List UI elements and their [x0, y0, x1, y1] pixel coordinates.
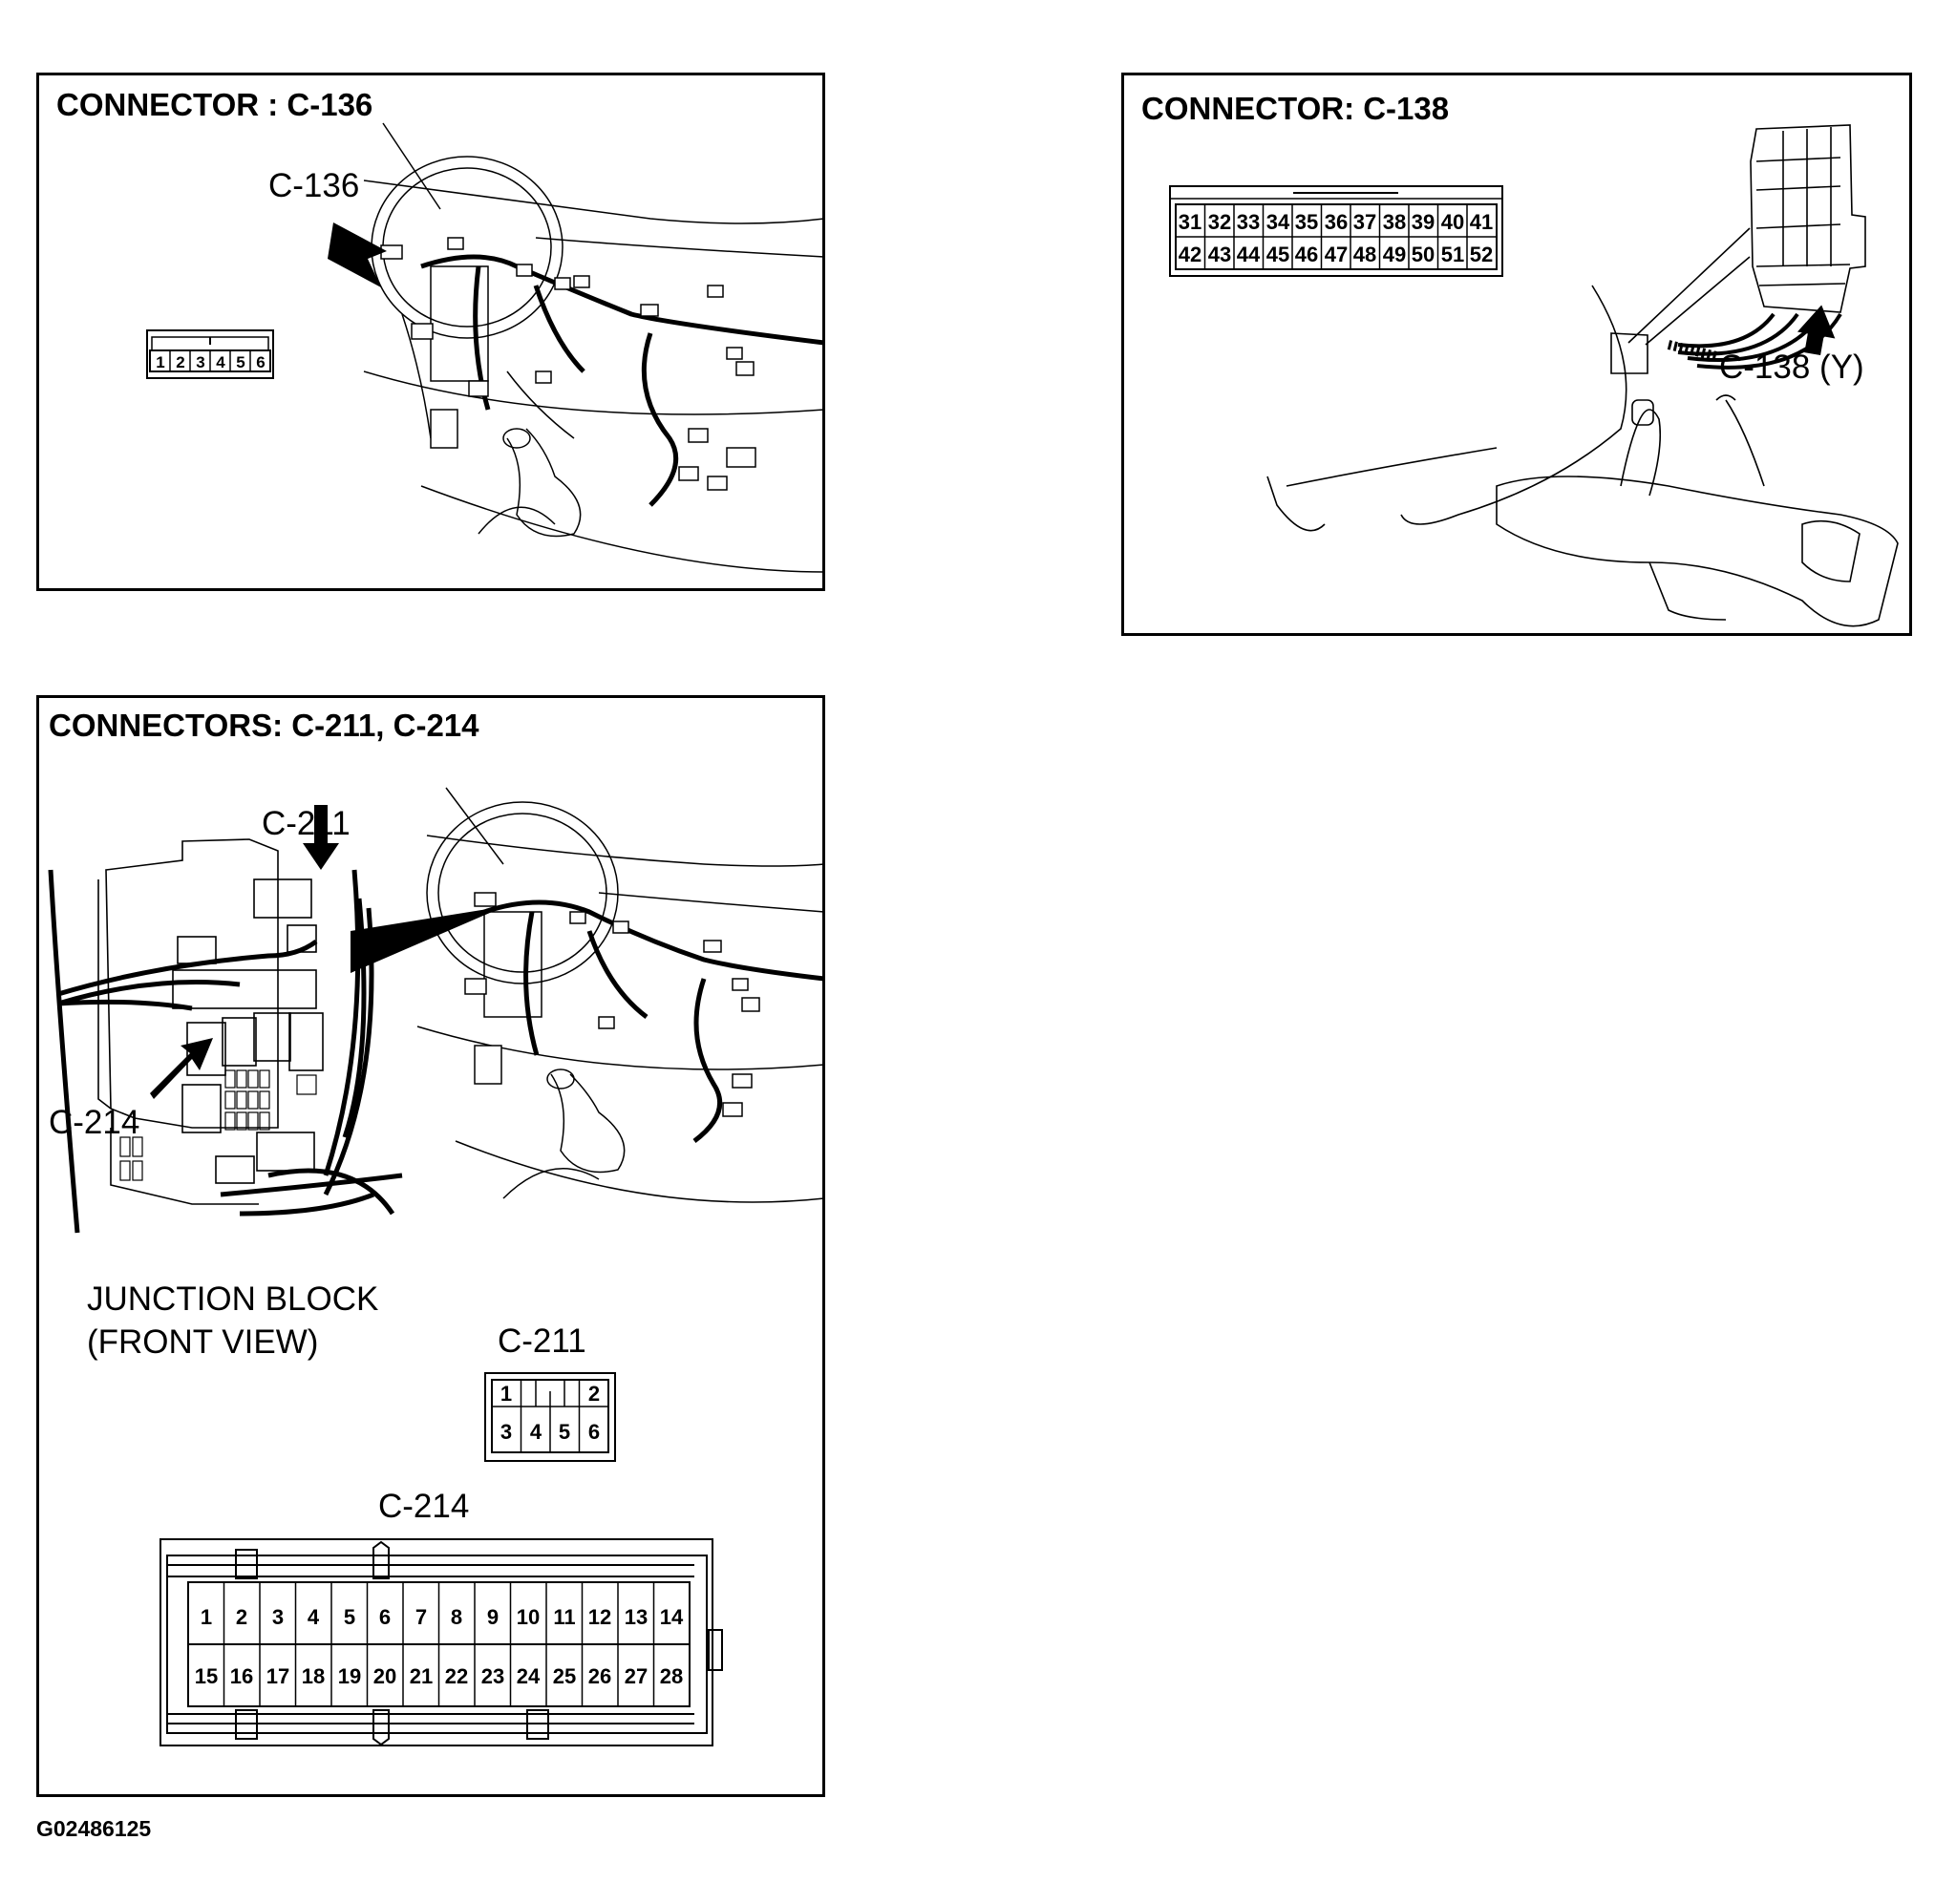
c211-pin-diagram: 1 2 3 4 5 6	[484, 1372, 616, 1462]
pin-label: 35	[1295, 210, 1318, 234]
pin-label: 9	[487, 1605, 499, 1629]
pin-label: 26	[588, 1664, 611, 1688]
panel-c138: CONNECTOR: C-138 C-138 (Y) 31 32 33 34 3…	[1121, 73, 1912, 636]
c138-pin-diagram: 31 32 33 34 35 36 37 38 39 40 41 42 43 4…	[1169, 185, 1503, 277]
pin-label: 46	[1295, 243, 1318, 266]
pin-label: 43	[1208, 243, 1231, 266]
pin-label: 8	[451, 1605, 462, 1629]
pin-label: 47	[1325, 243, 1348, 266]
pin-label: 13	[625, 1605, 648, 1629]
pin-label: 49	[1383, 243, 1406, 266]
pin-label: 36	[1325, 210, 1348, 234]
panel-title: CONNECTOR: C-138	[1141, 91, 1450, 126]
pin-label: 18	[302, 1664, 325, 1688]
pin-label: 7	[415, 1605, 427, 1629]
pin-label: 6	[256, 353, 265, 371]
c211-diagram-label: C-211	[498, 1322, 586, 1360]
c214-diagram-label: C-214	[378, 1488, 470, 1525]
pin-label: 3	[272, 1605, 284, 1629]
pin-label: 45	[1266, 243, 1289, 266]
pin-label: 10	[517, 1605, 540, 1629]
callout-c136: C-136	[268, 167, 360, 204]
c136-pin-diagram: 1 2 3 4 5 6	[146, 329, 274, 379]
pin-label: 22	[445, 1664, 468, 1688]
pin-label: 4	[530, 1420, 542, 1444]
pin-label: 2	[236, 1605, 247, 1629]
figure-id: G02486125	[36, 1816, 152, 1841]
junction-block-illustration	[48, 805, 403, 1234]
pin-label: 6	[379, 1605, 391, 1629]
pin-label: 51	[1441, 243, 1464, 266]
pin-label: 32	[1208, 210, 1231, 234]
pin-label: 6	[588, 1420, 600, 1444]
panel-title: CONNECTORS: C-211, C-214	[49, 708, 479, 743]
pin-label: 16	[230, 1664, 253, 1688]
pin-label: 4	[216, 353, 225, 371]
pin-label: 42	[1179, 243, 1201, 266]
pin-label: 38	[1383, 210, 1406, 234]
pin-label: 5	[344, 1605, 355, 1629]
pin-label: 37	[1353, 210, 1376, 234]
console-ecu-illustration	[1266, 124, 1899, 627]
pin-label: 52	[1470, 243, 1493, 266]
pin-label: 27	[625, 1664, 648, 1688]
pin-label: 21	[410, 1664, 433, 1688]
panel-title: CONNECTOR : C-136	[56, 87, 373, 122]
pin-label: 5	[236, 353, 245, 371]
callout-c214: C-214	[49, 1104, 140, 1141]
junction-block-label-2: (FRONT VIEW)	[87, 1323, 319, 1361]
pin-label: 14	[660, 1605, 684, 1629]
pin-label: 5	[559, 1420, 570, 1444]
pin-label: 12	[588, 1605, 611, 1629]
pin-label: 44	[1237, 243, 1261, 266]
pin-label: 50	[1412, 243, 1435, 266]
pin-label: 33	[1237, 210, 1260, 234]
pin-label: 39	[1412, 210, 1435, 234]
pin-label: 24	[517, 1664, 541, 1688]
pin-label: 4	[308, 1605, 320, 1629]
callout-c211: C-211	[262, 805, 351, 842]
panel-c211-c214: CONNECTORS: C-211, C-214 C-211 C-214 JUN…	[36, 695, 825, 1797]
pin-label: 34	[1266, 210, 1290, 234]
pin-label: 25	[553, 1664, 576, 1688]
pin-label: 15	[195, 1664, 218, 1688]
pin-label: 23	[481, 1664, 504, 1688]
pin-label: 31	[1179, 210, 1201, 234]
panel-c136: CONNECTOR : C-136 C-136 1 2 3 4 5 6	[36, 73, 825, 591]
pin-label: 41	[1470, 210, 1493, 234]
pin-label: 2	[176, 353, 184, 371]
dashboard-illustration	[328, 122, 825, 573]
pin-label: 3	[196, 353, 204, 371]
pin-label: 11	[553, 1605, 575, 1629]
pin-label: 17	[266, 1664, 289, 1688]
pin-label: 40	[1441, 210, 1464, 234]
pin-label: 1	[156, 353, 164, 371]
pin-label: 28	[660, 1664, 683, 1688]
pin-label: 1	[500, 1382, 512, 1406]
pin-label: 20	[373, 1664, 396, 1688]
pin-label: 2	[588, 1382, 600, 1406]
dashboard-illustration	[351, 787, 825, 1203]
pin-label: 19	[338, 1664, 361, 1688]
junction-block-label-1: JUNCTION BLOCK	[87, 1280, 379, 1318]
pin-label: 1	[201, 1605, 212, 1629]
c214-pin-diagram: 1 2 3 4 5 6 7 8 9 10 11 12 13 14 15 16 1…	[159, 1538, 723, 1746]
pin-label: 3	[500, 1420, 512, 1444]
pin-label: 48	[1353, 243, 1376, 266]
